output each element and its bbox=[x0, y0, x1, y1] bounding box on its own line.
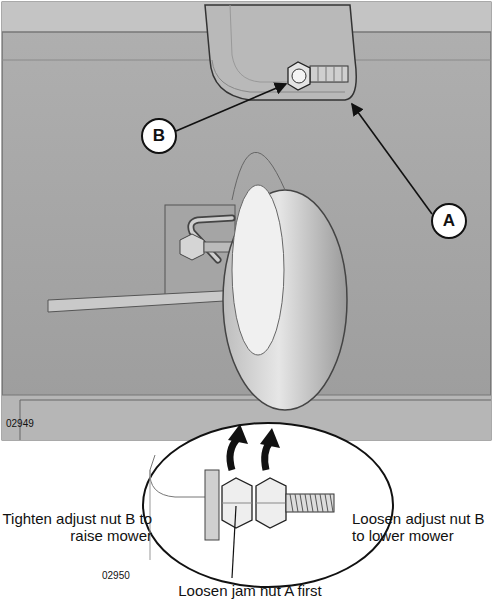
instruction-note: Loosen jam nut A first bbox=[100, 582, 400, 599]
figure-number: 02949 bbox=[6, 418, 66, 430]
callout-letter: B bbox=[141, 118, 177, 154]
instruction-note: Loosen adjust nut B to lower mower bbox=[352, 510, 490, 545]
callout-text: B bbox=[153, 126, 165, 146]
instruction-note: Tighten adjust nut B to raise mower bbox=[2, 510, 152, 545]
callout-letter: A bbox=[431, 203, 467, 239]
figure-number: 02950 bbox=[102, 570, 152, 582]
callout-text: A bbox=[443, 211, 455, 231]
